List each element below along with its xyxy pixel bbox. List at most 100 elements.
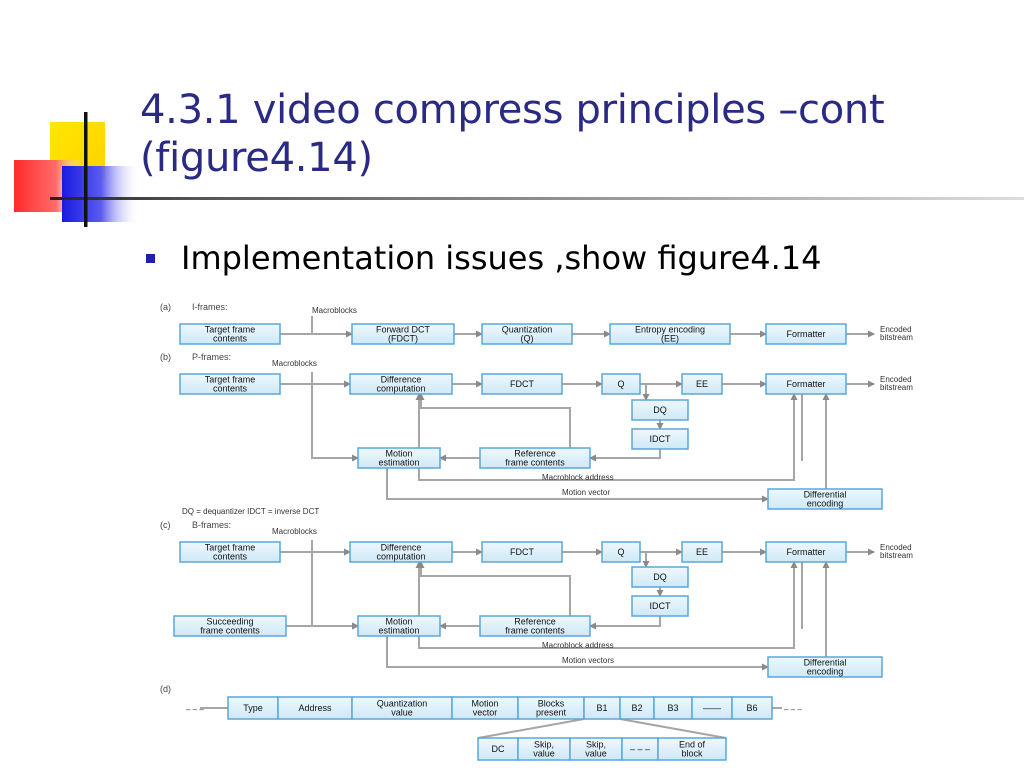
box-label: block [681, 749, 703, 759]
box-frame [601, 541, 641, 563]
vertical-bar [84, 112, 88, 227]
slide-title: 4.3.1 video compress principles –cont (f… [140, 86, 1010, 182]
box-label: – – – [630, 744, 650, 754]
connector-line [311, 552, 359, 630]
box-label: (EE) [661, 334, 679, 344]
red-square [14, 160, 84, 212]
box-frame [349, 541, 453, 563]
diagram-label-a-out2: bitstream [880, 333, 913, 342]
diagram-label-d-left: – – – [186, 705, 204, 714]
connector-line [418, 561, 798, 649]
box-label: B1 [596, 703, 607, 713]
box-label: Motion [385, 617, 412, 627]
box-frame [767, 656, 883, 678]
box-label: value [391, 708, 413, 718]
box-label: frame contents [505, 626, 565, 636]
box-label: EE [696, 547, 708, 557]
box-label: encoding [807, 667, 844, 677]
box-label: DC [492, 744, 505, 754]
box-label: DQ [653, 572, 667, 582]
box-label: Difference [381, 375, 422, 385]
box-label: FDCT [510, 379, 534, 389]
box-frame [601, 373, 641, 395]
connector-line [417, 561, 571, 616]
part-heading: B-frames: [192, 520, 231, 530]
diagram-label-c-out2: bitstream [880, 551, 913, 560]
connector-line [386, 468, 769, 503]
box-label: Reference [514, 617, 556, 627]
diagram-box-d-type: Type [227, 696, 279, 720]
box-frame [479, 447, 591, 469]
box-label: computation [376, 552, 425, 562]
box-label: frame contents [200, 626, 260, 636]
box-label: Formatter [786, 379, 825, 389]
box-label: Motion [471, 699, 498, 709]
title-line-2: (figure4.14) [140, 135, 373, 181]
diagram-box-a-fmt: Formatter [765, 323, 847, 345]
box-label: (FDCT) [388, 334, 418, 344]
diagram-box-a-fdct: Forward DCT(FDCT) [351, 323, 455, 345]
box-frame [179, 373, 281, 395]
box-label: Address [298, 703, 332, 713]
box-frame [357, 447, 441, 469]
part-heading: P-frames: [192, 352, 231, 362]
box-label: Differential [804, 490, 847, 500]
box-label: Blocks [538, 699, 565, 709]
box-label: present [536, 708, 567, 718]
diagram-box-b-ee: EE [681, 373, 723, 395]
box-frame [481, 323, 573, 345]
box-frame [173, 615, 287, 637]
box-label: B6 [746, 703, 757, 713]
box-label: Skip, [586, 740, 606, 750]
box-label: value [585, 749, 607, 759]
diagram-box-b-fdct: FDCT [481, 373, 563, 395]
diagram-box-c-fdct: FDCT [481, 541, 563, 563]
bullet-text: Implementation issues ,show figure4.14 [181, 239, 822, 277]
box-frame [681, 373, 723, 395]
box-label: B3 [667, 703, 678, 713]
bullet-square-icon [146, 253, 155, 263]
box-label: Formatter [786, 329, 825, 339]
part-tag: (b) [160, 352, 171, 362]
box-frame [765, 541, 847, 563]
box-label: Forward DCT [376, 325, 431, 335]
box-label: estimation [378, 626, 419, 636]
box-frame [767, 488, 883, 510]
yellow-square [50, 122, 105, 180]
box-label: Differential [804, 658, 847, 668]
diagram-label-c-mb: Macroblocks [272, 527, 317, 536]
diagram-label-d-right: – – – [784, 705, 802, 714]
box-frame [657, 737, 727, 761]
part-tag: (a) [160, 302, 171, 312]
box-label: contents [213, 552, 248, 562]
connector-line [417, 393, 571, 448]
diagram-box-a-ee: Entropy encoding(EE) [609, 323, 731, 345]
box-label: value [533, 749, 555, 759]
diagram-label-a-out: Encoded [880, 325, 912, 334]
diagram-label-b-legend: DQ = dequantizer IDCT = inverse DCT [182, 507, 319, 516]
diagram-box-d-b3: B3 [653, 696, 693, 720]
box-frame [765, 373, 847, 395]
title-underline [50, 197, 1024, 200]
connector-line [418, 393, 798, 481]
connector-line [589, 449, 661, 462]
box-frame [731, 696, 773, 720]
box-label: contents [213, 384, 248, 394]
bullet-item: Implementation issues ,show figure4.14 [146, 236, 822, 280]
box-label: End of [679, 740, 706, 750]
diagram-label-b-mb: Macroblocks [272, 359, 317, 368]
